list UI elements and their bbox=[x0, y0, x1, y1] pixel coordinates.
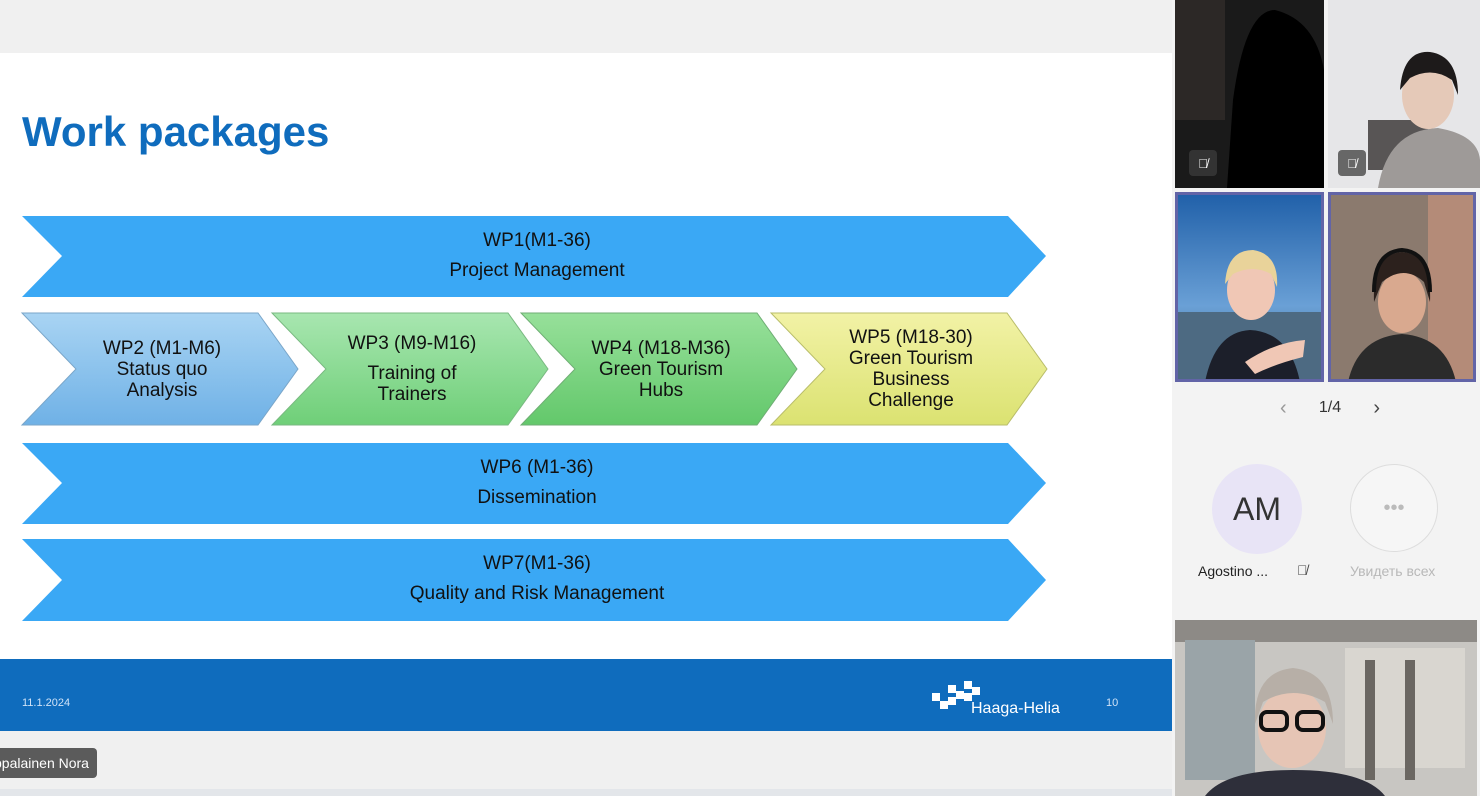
wp4-label: WP4 (M18-M36) Green Tourism Hubs bbox=[551, 338, 771, 401]
participant-video-2[interactable]: 🎙̸ bbox=[1328, 0, 1480, 188]
wp1-code: WP1(M1-36) bbox=[483, 230, 591, 251]
participants-pager: ‹ 1/4 › bbox=[1280, 396, 1380, 420]
see-all-button[interactable]: ••• bbox=[1350, 464, 1438, 552]
wp6-arrow bbox=[22, 443, 1046, 524]
participant-video-1-frame bbox=[1175, 0, 1324, 188]
wp5-title-2: Business bbox=[872, 369, 950, 390]
page-indicator: 1/4 bbox=[1318, 399, 1342, 416]
presenter-name-tag: ppalainen Nora bbox=[0, 748, 97, 778]
logo-text: Haaga-Helia bbox=[971, 700, 1060, 717]
participant-name: Agostino ... bbox=[1198, 563, 1269, 579]
shared-screen-area: Work packages bbox=[0, 53, 1172, 778]
microphone-off-icon: 🎙̸ bbox=[1338, 150, 1366, 176]
wp2-chevron bbox=[20, 312, 299, 426]
wp6-code: WP6 (M1-36) bbox=[480, 457, 594, 478]
wp5-chevron bbox=[769, 312, 1048, 426]
participant-video-4-frame bbox=[1328, 192, 1476, 382]
wp3-title-2: Trainers bbox=[377, 384, 447, 405]
slide-page-number: 10 bbox=[1106, 697, 1119, 709]
work-packages-diagram bbox=[20, 216, 1048, 621]
participant-video-3-frame bbox=[1175, 192, 1324, 382]
slide-title: Work packages bbox=[22, 108, 330, 155]
wp6-title: Dissemination bbox=[477, 487, 597, 508]
self-video[interactable] bbox=[1175, 620, 1477, 796]
self-video-frame bbox=[1175, 620, 1477, 796]
slide-footer: 11.1.2024 Haaga-Helia 10 bbox=[0, 659, 1172, 731]
haaga-helia-logo: Haaga-Helia bbox=[930, 679, 1070, 721]
wp5-code: WP5 (M18-30) bbox=[849, 327, 973, 348]
wp1-title: Project Management bbox=[449, 260, 625, 281]
wp3-chevron bbox=[270, 312, 549, 426]
wp2-title-1: Status quo bbox=[116, 359, 208, 380]
wp2-title-2: Analysis bbox=[126, 380, 198, 401]
slide-date: 11.1.2024 bbox=[22, 697, 71, 709]
chevron-right-icon[interactable]: › bbox=[1373, 396, 1380, 419]
wp7-label: WP7(M1-36) Quality and Risk Management bbox=[337, 549, 737, 609]
wp3-title-1: Training of bbox=[367, 363, 457, 384]
wp2-code: WP2 (M1-M6) bbox=[102, 338, 222, 359]
chevron-left-icon[interactable]: ‹ bbox=[1280, 396, 1287, 419]
wp7-title: Quality and Risk Management bbox=[409, 583, 665, 604]
bottom-strip bbox=[0, 789, 1480, 796]
logo-mark-icon bbox=[932, 681, 980, 709]
wp4-chevron bbox=[519, 312, 798, 426]
wp5-label: WP5 (M18-30) Green Tourism Business Chal… bbox=[801, 327, 1021, 411]
wp4-title-2: Hubs bbox=[638, 380, 684, 401]
participant-video-1[interactable]: 🎙̸ bbox=[1175, 0, 1324, 188]
participant-video-4[interactable] bbox=[1328, 192, 1476, 382]
wp5-title-3: Challenge bbox=[868, 390, 954, 411]
wp3-label: WP3 (M9-M16) Training of Trainers bbox=[302, 333, 522, 405]
wp2-label: WP2 (M1-M6) Status quo Analysis bbox=[52, 338, 272, 401]
wp5-title-1: Green Tourism bbox=[848, 348, 974, 369]
wp7-arrow bbox=[22, 539, 1046, 621]
microphone-off-icon: 🎙̸ bbox=[1297, 562, 1308, 578]
wp4-code: WP4 (M18-M36) bbox=[591, 338, 731, 359]
wp7-code: WP7(M1-36) bbox=[483, 553, 591, 574]
wp4-title-1: Green Tourism bbox=[598, 359, 724, 380]
wp1-arrow bbox=[22, 216, 1046, 297]
microphone-off-icon: 🎙̸ bbox=[1189, 150, 1217, 176]
participant-avatar[interactable]: AM bbox=[1212, 464, 1302, 554]
wp3-code: WP3 (M9-M16) bbox=[347, 333, 477, 354]
participant-video-3[interactable] bbox=[1175, 192, 1324, 382]
see-all-label: Увидеть всех bbox=[1350, 563, 1436, 579]
wp6-label: WP6 (M1-36) Dissemination bbox=[337, 453, 737, 513]
presentation-slide: Work packages bbox=[0, 53, 1172, 731]
wp1-label: WP1(M1-36) Project Management bbox=[337, 226, 737, 286]
